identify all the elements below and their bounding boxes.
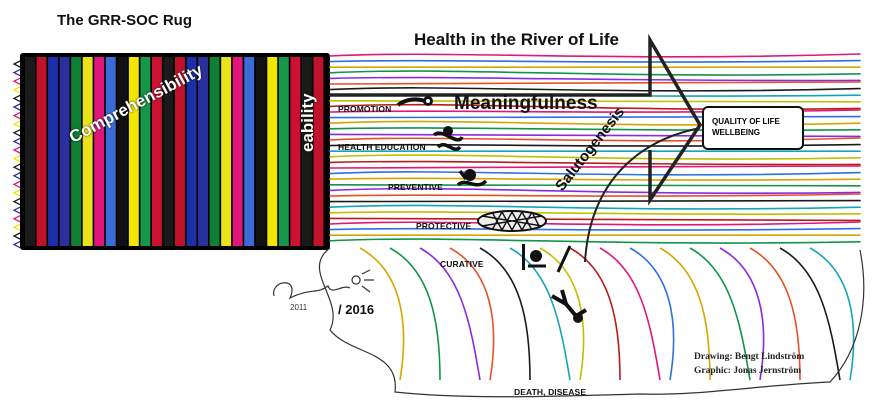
river-line <box>330 166 860 168</box>
rug-stripe <box>25 57 35 246</box>
stage-health-education: HEALTH EDUCATION <box>338 142 426 152</box>
credit-drawing: Drawing: Bengt Lindström <box>694 352 804 362</box>
river-line <box>330 205 860 208</box>
stage-preventive: PREVENTIVE <box>388 182 443 192</box>
river-line <box>330 78 860 81</box>
stage-protective: PROTECTIVE <box>416 221 471 231</box>
rug-stripe <box>83 57 93 246</box>
rug-stripe <box>129 57 139 246</box>
waterfall-line <box>810 248 854 380</box>
river-line <box>330 54 860 57</box>
quality-of-life-box: QUALITY OF LIFE WELLBEING <box>702 106 804 150</box>
rug-stripe <box>71 57 81 246</box>
stage-death-disease: DEATH, DISEASE <box>514 387 586 397</box>
rug-stripe <box>256 57 266 246</box>
river-line <box>330 239 860 243</box>
year-label: / 2016 <box>338 302 374 317</box>
river-line <box>330 218 860 220</box>
stage-promotion: PROMOTION <box>338 104 391 114</box>
svg-text:2011: 2011 <box>290 303 308 312</box>
rug-stripe <box>37 57 47 246</box>
stage-curative: CURATIVE <box>440 259 484 269</box>
river-line <box>330 88 860 91</box>
rug-stripe <box>267 57 277 246</box>
river-line <box>330 194 860 196</box>
river-line <box>330 71 860 75</box>
river-line <box>330 178 860 180</box>
river-line <box>330 172 860 175</box>
rug-stripe <box>106 57 116 246</box>
rug-stripe <box>210 57 220 246</box>
river-line <box>330 82 860 84</box>
rug-stripe <box>244 57 254 246</box>
rug-stripe <box>94 57 104 246</box>
swimmer-preventive-icon <box>458 169 486 185</box>
river-line <box>330 61 860 62</box>
rug-stripe <box>279 57 289 246</box>
meaningfulness-label: Meaningfulness <box>454 93 598 115</box>
waterfall-line <box>630 248 674 380</box>
river-line <box>330 162 860 165</box>
qol-line-1: QUALITY OF LIFE <box>712 116 802 127</box>
river-line <box>330 229 860 230</box>
river-title: Health in the River of Life <box>414 30 619 50</box>
rug-stripe <box>233 57 243 246</box>
waterfall-line <box>600 248 660 380</box>
rug-stripe <box>60 57 70 246</box>
credit-graphic: Graphic: Jonas Jernström <box>694 366 801 376</box>
safety-net-icon <box>478 211 546 231</box>
manageability-label: eability <box>298 93 318 152</box>
diagram-title: The GRR-SOC Rug <box>57 12 192 29</box>
salutogenesis-arrow <box>330 40 700 200</box>
rug-stripe <box>198 57 208 246</box>
waterfall-line <box>390 248 440 380</box>
rug-stripe <box>48 57 58 246</box>
river-line <box>330 201 860 202</box>
rug-stripe <box>221 57 231 246</box>
river-line <box>330 222 860 225</box>
rug-stripe <box>117 57 127 246</box>
qol-line-2: WELLBEING <box>712 127 802 138</box>
